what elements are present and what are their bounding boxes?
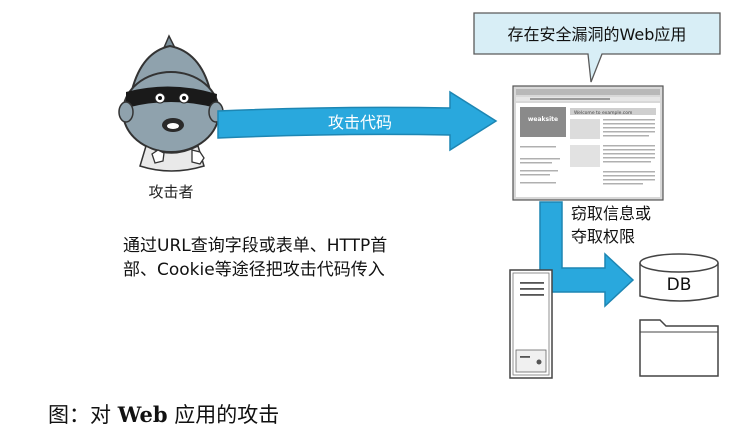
database-icon: [639, 253, 719, 302]
browser-logo: weaksite: [528, 116, 558, 123]
folder-icon: [639, 319, 719, 377]
browser-welcome: Welcome to example.com: [574, 110, 632, 116]
caption-prefix: 图：对: [48, 403, 118, 427]
figure-caption: 图：对 Web 应用的攻击: [48, 399, 279, 429]
caption-suffix: 应用的攻击: [167, 403, 280, 427]
attacker-label: 攻击者: [148, 183, 193, 201]
steal-arrow: [539, 201, 635, 308]
attack-arrow-label: 攻击代码: [328, 113, 392, 132]
description-line2: 部、Cookie等途径把攻击代码传入: [123, 260, 385, 280]
steal-label-line1: 窃取信息或: [571, 204, 651, 223]
description-line1: 通过URL查询字段或表单、HTTP首: [123, 236, 387, 256]
browser-window: [512, 85, 664, 201]
caption-bold: Web: [117, 402, 168, 427]
server-icon: [509, 269, 553, 379]
attack-arrow: [217, 90, 498, 152]
steal-label-line2: 夺取权限: [571, 227, 635, 246]
callout-text: 存在安全漏洞的Web应用: [508, 25, 687, 44]
attacker-illustration: [118, 34, 224, 172]
vulnerable-app-callout: [473, 12, 721, 83]
db-label: DB: [667, 275, 692, 295]
